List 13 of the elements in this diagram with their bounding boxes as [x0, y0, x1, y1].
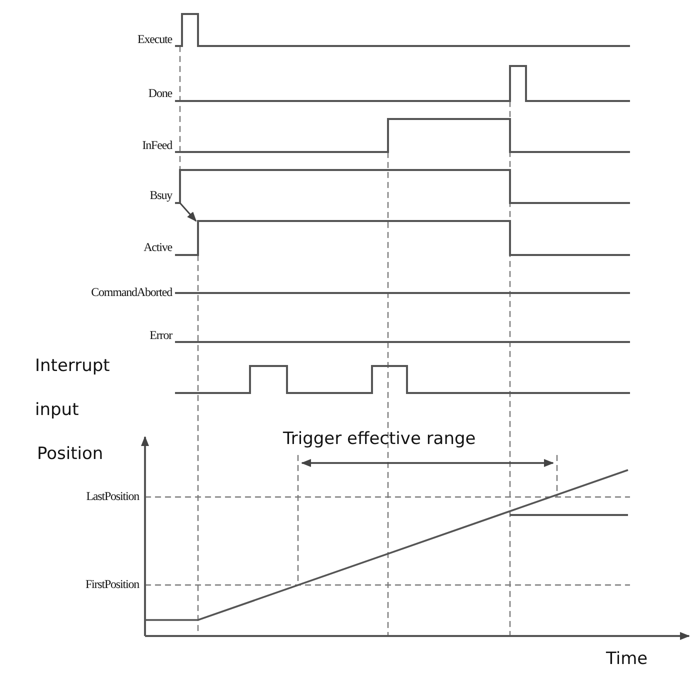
signal-label: Interrupt input	[35, 355, 111, 422]
range-label: Trigger effective range	[283, 429, 476, 449]
signal-label: Done	[148, 86, 172, 101]
axis-tick-label: LastPosition	[86, 489, 139, 504]
signal-label: Active	[144, 240, 172, 255]
axis-tick-label: FirstPosition	[85, 577, 139, 592]
axis-label: Position	[37, 444, 104, 464]
signal-label: Execute	[138, 32, 172, 47]
signal-label: Bsuy	[150, 188, 172, 203]
signal-label: InFeed	[142, 138, 172, 153]
signal-label: CommandAborted	[91, 285, 172, 300]
axis-label: Time	[606, 649, 648, 669]
signal-label: Error	[150, 328, 172, 343]
